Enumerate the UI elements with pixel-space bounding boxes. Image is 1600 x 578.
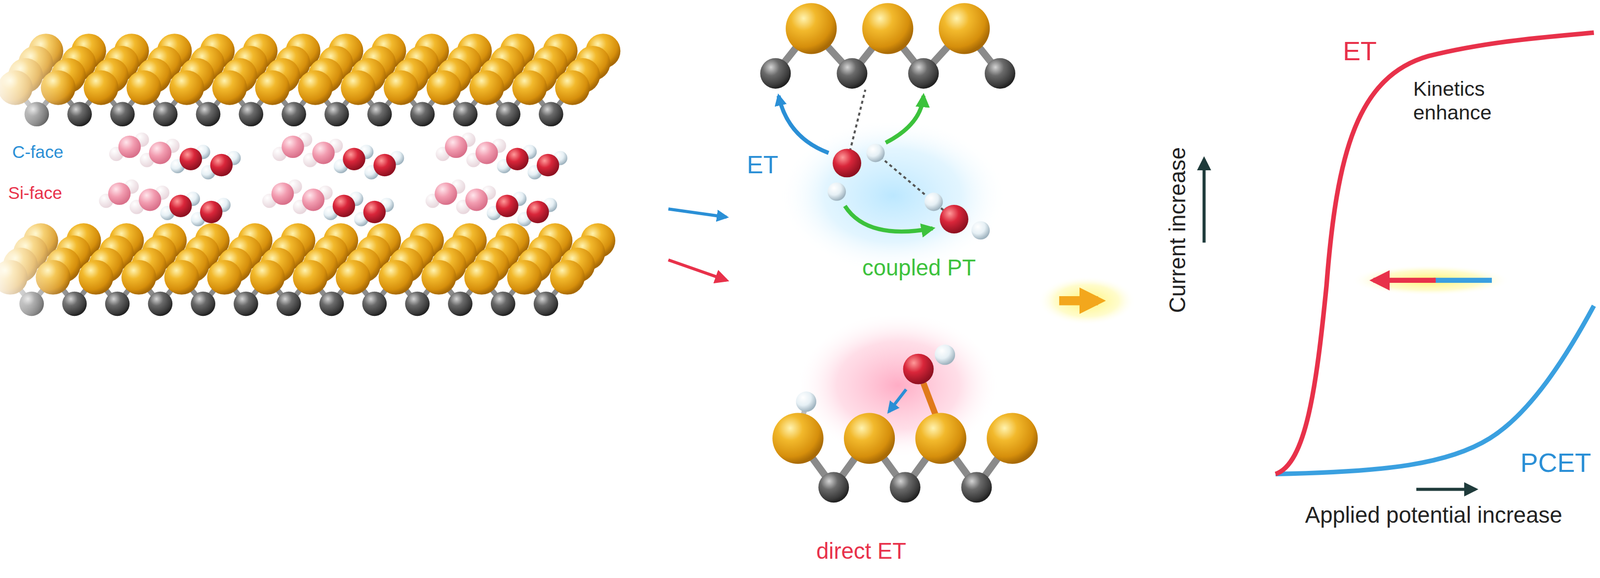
process-label: ET [747, 151, 779, 180]
si-atom [772, 412, 824, 464]
si-atom [843, 412, 895, 464]
si-atom [862, 2, 914, 54]
c-atom [908, 58, 939, 89]
si-atom [986, 412, 1038, 464]
water-molecules [272, 132, 405, 180]
si-atom-row [0, 260, 585, 295]
h-atom [796, 391, 817, 412]
si-atom [785, 2, 837, 54]
c-atom [889, 472, 921, 503]
curve-label: PCET [1520, 448, 1592, 480]
zoom-arrow [668, 208, 727, 218]
glow [1037, 276, 1136, 326]
axis-label: Current increase [1164, 146, 1191, 313]
glow [796, 312, 1000, 459]
process-label: direct ET [816, 538, 907, 564]
water-molecules [425, 179, 558, 227]
face-label: C-face [12, 142, 64, 163]
h-atom [971, 221, 990, 240]
si-atom [938, 2, 990, 54]
h-atom [924, 192, 943, 211]
pt-arrow [885, 95, 924, 143]
et-curve [1275, 32, 1595, 475]
c-atom [818, 472, 849, 503]
axis-arrow [1416, 487, 1476, 491]
top-sic-sheet [0, 33, 621, 127]
axis-label: Applied potential increase [1305, 502, 1563, 529]
glow [1351, 265, 1511, 296]
axis-arrow [1202, 159, 1206, 243]
bond [923, 383, 937, 419]
o-atom [939, 204, 969, 234]
glow [778, 118, 1008, 274]
depth-fade [0, 30, 72, 337]
water-molecules [435, 132, 568, 180]
h-bond [875, 153, 955, 220]
et-arrow [778, 95, 829, 154]
water-molecules [109, 132, 241, 180]
c-atom [984, 58, 1016, 89]
c-face-inset [760, 2, 1016, 274]
curve-label: ET [1342, 36, 1377, 68]
si-atom [915, 412, 966, 464]
et-arrow [888, 389, 907, 412]
result-arrow [1059, 296, 1099, 306]
current-potential-chart [1203, 32, 1594, 490]
h-atom [934, 344, 956, 365]
zoom-arrow [668, 260, 727, 281]
process-label: coupled PT [862, 254, 976, 281]
water-molecules [98, 179, 231, 227]
shift-arrow [1373, 278, 1436, 283]
c-atom [760, 58, 791, 89]
pt-arrow [844, 205, 933, 232]
water-molecules [262, 179, 395, 227]
si-face-inset [772, 312, 1038, 503]
h-atom [866, 143, 885, 162]
o-atom [903, 354, 934, 385]
shift-arrow-tail [1433, 278, 1492, 283]
face-label: Si-face [8, 183, 63, 204]
h-atom [827, 182, 846, 201]
annotation: Kinetics enhance [1413, 77, 1511, 125]
si-atom-row [0, 70, 590, 106]
o-atom [832, 149, 862, 178]
bottom-sic-sheet [0, 223, 616, 317]
c-atom [960, 472, 992, 503]
c-atom [836, 58, 868, 89]
water-layer [98, 132, 567, 227]
